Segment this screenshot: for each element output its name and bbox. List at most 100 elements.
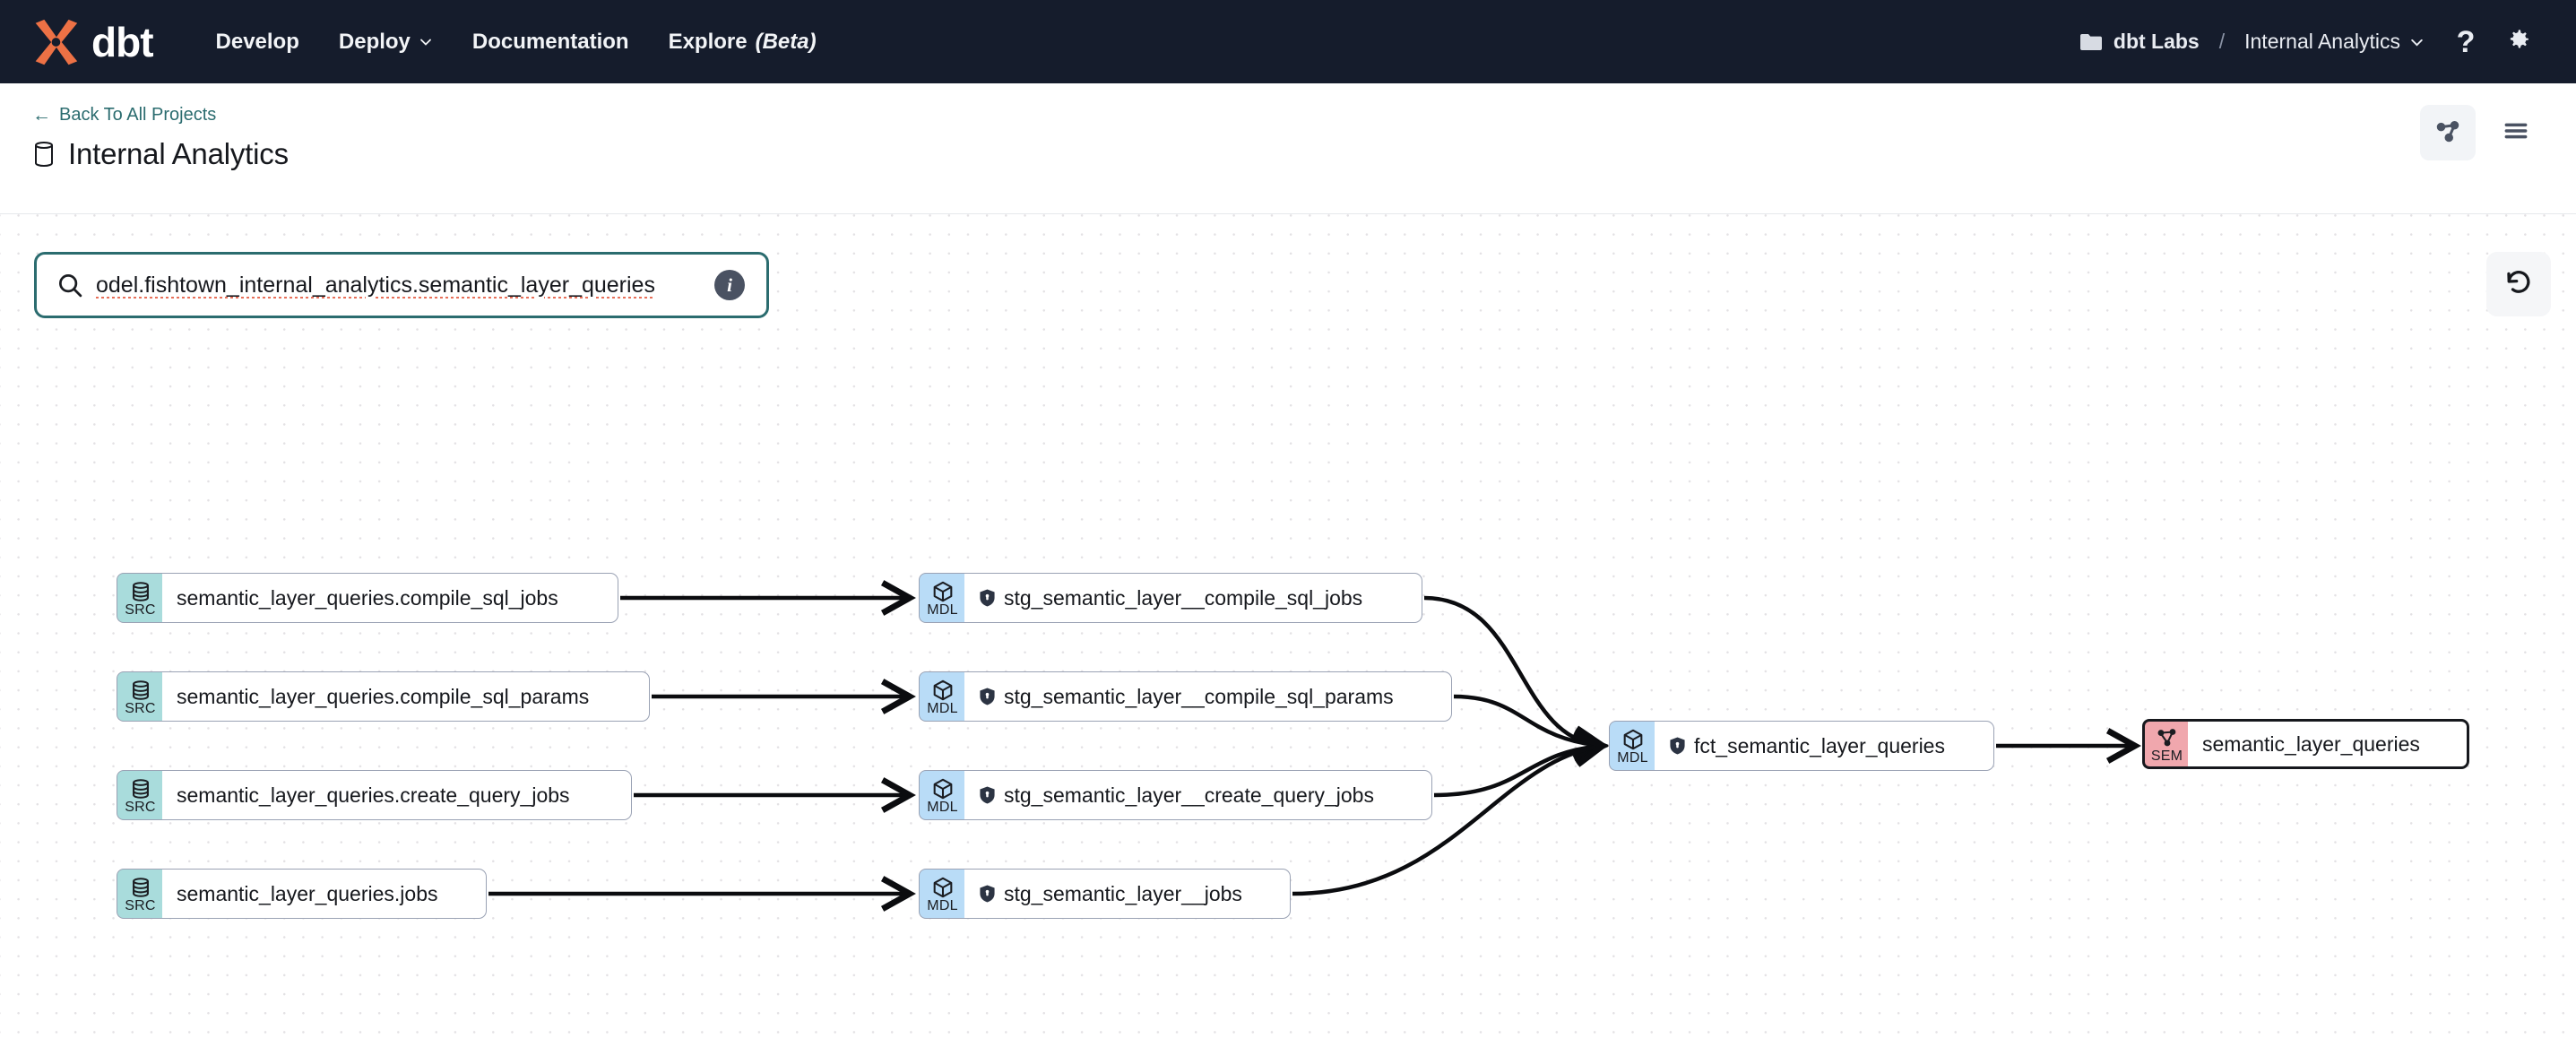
node-type-badge-src: SRC: [117, 770, 163, 820]
chevron-down-icon: [2409, 35, 2424, 49]
node-type-badge-sem: SEM: [2142, 719, 2189, 769]
dag-node-src2[interactable]: SRC semantic_layer_queries.compile_sql_p…: [117, 671, 650, 722]
cube-icon: [931, 679, 955, 702]
node-body: semantic_layer_queries.compile_sql_jobs: [162, 573, 618, 623]
account-project-selector[interactable]: Internal Analytics: [2244, 30, 2424, 54]
node-search-box[interactable]: odel.fishtown_internal_analytics.semanti…: [34, 252, 769, 318]
node-type-label: SRC: [125, 700, 156, 716]
gear-icon: [2503, 25, 2532, 58]
nav-link-deploy[interactable]: Deploy: [319, 21, 453, 64]
reset-view-button[interactable]: [2486, 252, 2551, 316]
node-type-badge-mdl: MDL: [919, 770, 965, 820]
node-type-label: MDL: [1617, 749, 1648, 766]
node-type-label: MDL: [927, 897, 958, 913]
share-nodes-icon: [2434, 117, 2461, 149]
node-label: stg_semantic_layer__jobs: [1004, 881, 1242, 905]
lock-shield-icon: [979, 884, 996, 904]
node-body: semantic_layer_queries.create_query_jobs: [162, 770, 632, 820]
node-type-badge-src: SRC: [117, 671, 163, 722]
dag-node-mdl4[interactable]: MDL stg_semantic_layer__jobs: [919, 869, 1291, 919]
node-body: semantic_layer_queries.jobs: [162, 869, 487, 919]
node-type-badge-mdl: MDL: [919, 671, 965, 722]
chevron-down-icon: [419, 35, 433, 49]
list-view-button[interactable]: [2488, 105, 2544, 160]
node-label: semantic_layer_queries.compile_sql_jobs: [177, 585, 558, 610]
folder-icon: [2079, 32, 2103, 52]
back-link-label: Back To All Projects: [59, 105, 217, 125]
lock-shield-icon: [979, 588, 996, 608]
dag-node-src3[interactable]: SRC semantic_layer_queries.create_query_…: [117, 770, 632, 820]
node-type-badge-mdl: MDL: [919, 869, 965, 919]
node-type-badge-src: SRC: [117, 869, 163, 919]
nav-link-documentation[interactable]: Documentation: [453, 21, 649, 64]
breadcrumb-separator: /: [2218, 30, 2226, 53]
top-navbar: dbt Develop Deploy Documentation Explore…: [0, 0, 2576, 83]
cube-icon: [931, 876, 955, 899]
cube-icon: [931, 580, 955, 603]
node-label: stg_semantic_layer__compile_sql_params: [1004, 684, 1394, 708]
project-subheader: ← Back To All Projects Internal Analytic…: [0, 83, 2576, 214]
back-to-all-projects-link[interactable]: ← Back To All Projects: [32, 105, 216, 125]
node-body: semantic_layer_queries.compile_sql_param…: [162, 671, 650, 722]
account-project-label: Internal Analytics: [2244, 30, 2400, 53]
node-body: stg_semantic_layer__create_query_jobs: [964, 770, 1432, 820]
arrow-left-icon: ←: [32, 105, 51, 125]
help-button[interactable]: ?: [2440, 16, 2492, 68]
search-input[interactable]: odel.fishtown_internal_analytics.semanti…: [96, 272, 655, 298]
nav-link-develop-label: Develop: [215, 29, 299, 54]
dag-node-sem[interactable]: SEM semantic_layer_queries: [2142, 719, 2469, 769]
node-body: stg_semantic_layer__compile_sql_jobs: [964, 573, 1422, 623]
dag-node-src1[interactable]: SRC semantic_layer_queries.compile_sql_j…: [117, 573, 618, 623]
nav-link-develop[interactable]: Develop: [196, 21, 319, 64]
node-body: semantic_layer_queries: [2188, 719, 2469, 769]
database-icon: [129, 777, 152, 800]
page-title-row: Internal Analytics: [32, 137, 2542, 171]
node-type-label: SRC: [125, 897, 156, 913]
subheader-actions: [2420, 105, 2544, 160]
node-label: semantic_layer_queries: [2202, 731, 2420, 756]
database-icon: [129, 679, 152, 702]
node-type-label: MDL: [927, 700, 958, 716]
lineage-canvas[interactable]: odel.fishtown_internal_analytics.semanti…: [0, 214, 2576, 1046]
lock-shield-icon: [979, 785, 996, 805]
dag-node-mdl1[interactable]: MDL stg_semantic_layer__compile_sql_jobs: [919, 573, 1422, 623]
dbt-logo-text: dbt: [91, 18, 154, 65]
nav-link-explore[interactable]: Explore (Beta): [649, 21, 836, 64]
node-type-label: SRC: [125, 601, 156, 618]
dag-node-mdl3[interactable]: MDL stg_semantic_layer__create_query_job…: [919, 770, 1432, 820]
question-mark-icon: ?: [2456, 24, 2476, 59]
lock-shield-icon: [979, 687, 996, 706]
primary-nav: Develop Deploy Documentation Explore (Be…: [196, 21, 836, 64]
node-label: semantic_layer_queries.compile_sql_param…: [177, 684, 590, 708]
nav-link-deploy-label: Deploy: [338, 29, 411, 54]
node-type-label: SEM: [2150, 748, 2183, 764]
node-label: stg_semantic_layer__compile_sql_jobs: [1004, 585, 1363, 610]
node-label: semantic_layer_queries.create_query_jobs: [177, 783, 570, 807]
nav-link-explore-label: Explore: [668, 29, 748, 54]
semantic-network-icon: [2156, 726, 2179, 749]
search-icon: [56, 272, 83, 299]
undo-rotate-icon: [2503, 267, 2534, 302]
node-type-label: SRC: [125, 799, 156, 815]
lock-shield-icon: [1669, 736, 1686, 756]
dag-graph: SRC semantic_layer_queries.compile_sql_j…: [0, 214, 2576, 1046]
lineage-view-button[interactable]: [2420, 105, 2476, 160]
node-type-label: MDL: [927, 601, 958, 618]
dag-node-src4[interactable]: SRC semantic_layer_queries.jobs: [117, 869, 487, 919]
info-icon[interactable]: i: [714, 270, 745, 300]
dag-node-fct[interactable]: MDL fct_semantic_layer_queries: [1609, 721, 1994, 771]
database-icon: [129, 580, 152, 603]
dbt-logo[interactable]: dbt: [27, 14, 154, 70]
dbt-logo-mark: [27, 14, 82, 70]
node-body: stg_semantic_layer__compile_sql_params: [964, 671, 1452, 722]
cube-icon: [931, 777, 955, 800]
node-label: semantic_layer_queries.jobs: [177, 881, 438, 905]
node-type-badge-mdl: MDL: [1609, 721, 1655, 771]
account-org-name[interactable]: dbt Labs: [2113, 30, 2200, 53]
dag-node-mdl2[interactable]: MDL stg_semantic_layer__compile_sql_para…: [919, 671, 1452, 722]
database-icon: [32, 141, 56, 168]
dag-edges: [488, 214, 2576, 1046]
settings-button[interactable]: [2492, 16, 2544, 68]
page-title: Internal Analytics: [68, 137, 289, 170]
nav-right-group: dbt Labs / Internal Analytics ?: [2079, 16, 2544, 68]
